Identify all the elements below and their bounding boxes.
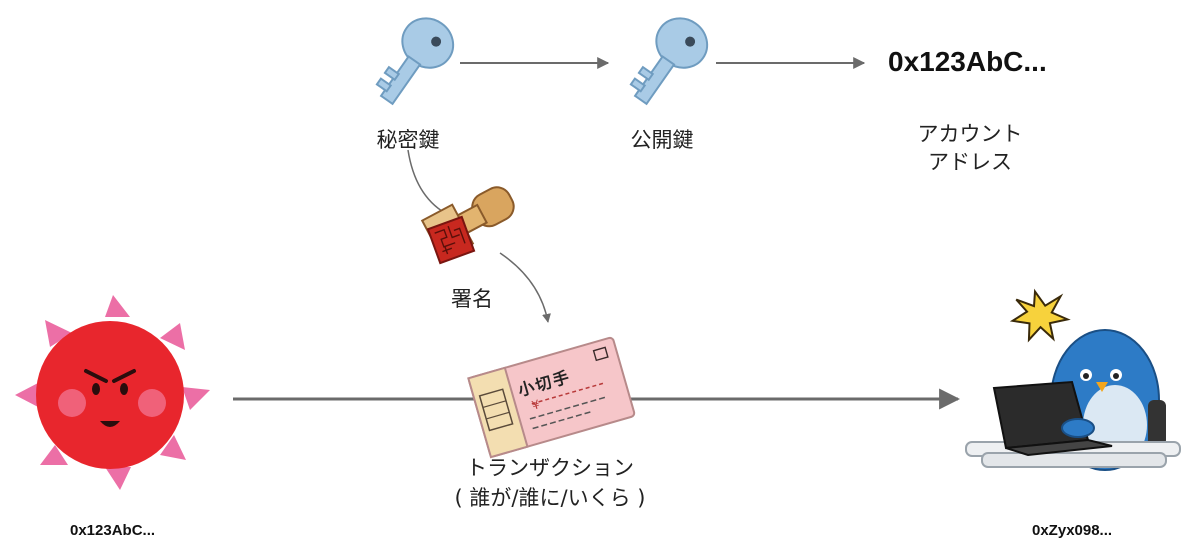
sender-angry-sun-icon <box>15 295 210 490</box>
sender-address: 0x123AbC... <box>70 522 156 539</box>
signature-label: 署名 <box>451 287 493 311</box>
connector-private-to-stamp <box>407 149 446 214</box>
public-key-label: 公開鍵 <box>630 128 694 152</box>
private-key-label: 秘密鍵 <box>376 128 440 152</box>
transaction-label-line1: トランザクション <box>466 456 634 480</box>
arrow-stamp-to-check <box>499 252 551 323</box>
receiver-penguin-icon <box>965 288 1181 471</box>
transaction-label-line2: ( 誰が/誰に/いくら ) <box>454 486 646 510</box>
private-key-icon <box>375 17 455 106</box>
account-address-value: 0x123AbC... <box>888 46 1047 77</box>
account-address-label-line1: アカウント <box>917 122 1023 146</box>
check-icon <box>467 336 636 459</box>
receiver-address: 0xZyx098... <box>1032 522 1113 539</box>
public-key-icon <box>629 17 709 106</box>
account-address-label-line2: アドレス <box>928 150 1012 174</box>
stamp-icon <box>420 186 515 265</box>
